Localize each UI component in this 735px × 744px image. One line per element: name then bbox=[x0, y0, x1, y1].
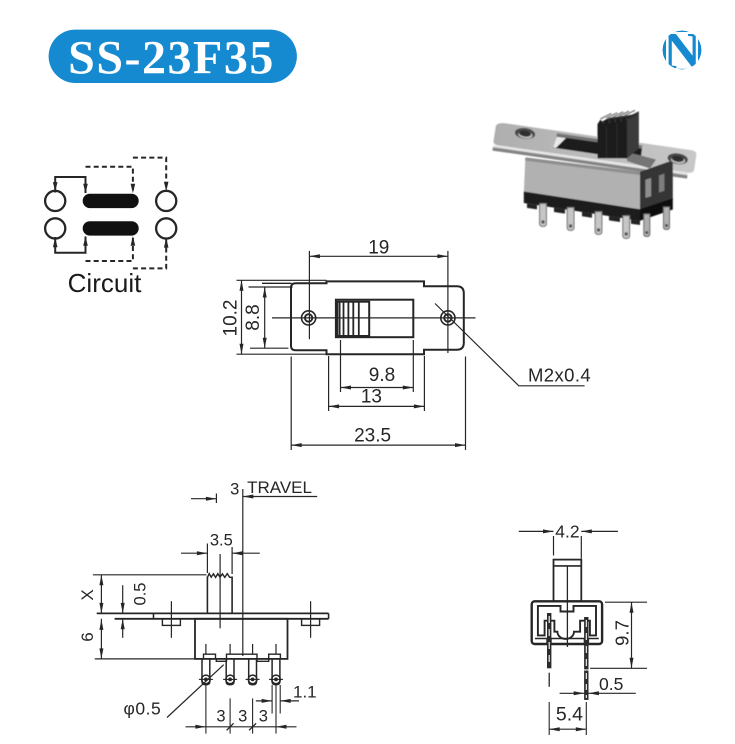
svg-text:3: 3 bbox=[230, 480, 239, 498]
svg-text:φ0.5: φ0.5 bbox=[124, 699, 162, 719]
svg-text:8.8: 8.8 bbox=[243, 304, 264, 330]
svg-text:5.4: 5.4 bbox=[556, 703, 583, 725]
svg-text:3: 3 bbox=[259, 707, 268, 725]
svg-text:M2x0.4: M2x0.4 bbox=[528, 365, 591, 386]
svg-text:3: 3 bbox=[216, 707, 225, 725]
svg-text:1.1: 1.1 bbox=[293, 683, 317, 702]
svg-text:19: 19 bbox=[368, 237, 389, 258]
svg-text:0.5: 0.5 bbox=[132, 583, 150, 606]
svg-text:23.5: 23.5 bbox=[354, 426, 391, 447]
svg-text:3: 3 bbox=[238, 707, 247, 725]
svg-text:6: 6 bbox=[78, 632, 97, 641]
svg-text:9.7: 9.7 bbox=[612, 620, 633, 646]
svg-text:TRAVEL: TRAVEL bbox=[247, 478, 312, 497]
svg-text:10.2: 10.2 bbox=[221, 300, 242, 337]
svg-text:N: N bbox=[663, 23, 701, 80]
svg-text:4.2: 4.2 bbox=[555, 521, 579, 541]
svg-text:9.8: 9.8 bbox=[369, 365, 395, 386]
svg-text:3.5: 3.5 bbox=[210, 532, 233, 550]
svg-text:X: X bbox=[78, 589, 97, 600]
svg-text:13: 13 bbox=[361, 386, 382, 407]
svg-text:SS-23F35: SS-23F35 bbox=[68, 32, 275, 85]
svg-text:0.5: 0.5 bbox=[599, 674, 623, 694]
svg-text:Circuit: Circuit bbox=[68, 268, 142, 298]
